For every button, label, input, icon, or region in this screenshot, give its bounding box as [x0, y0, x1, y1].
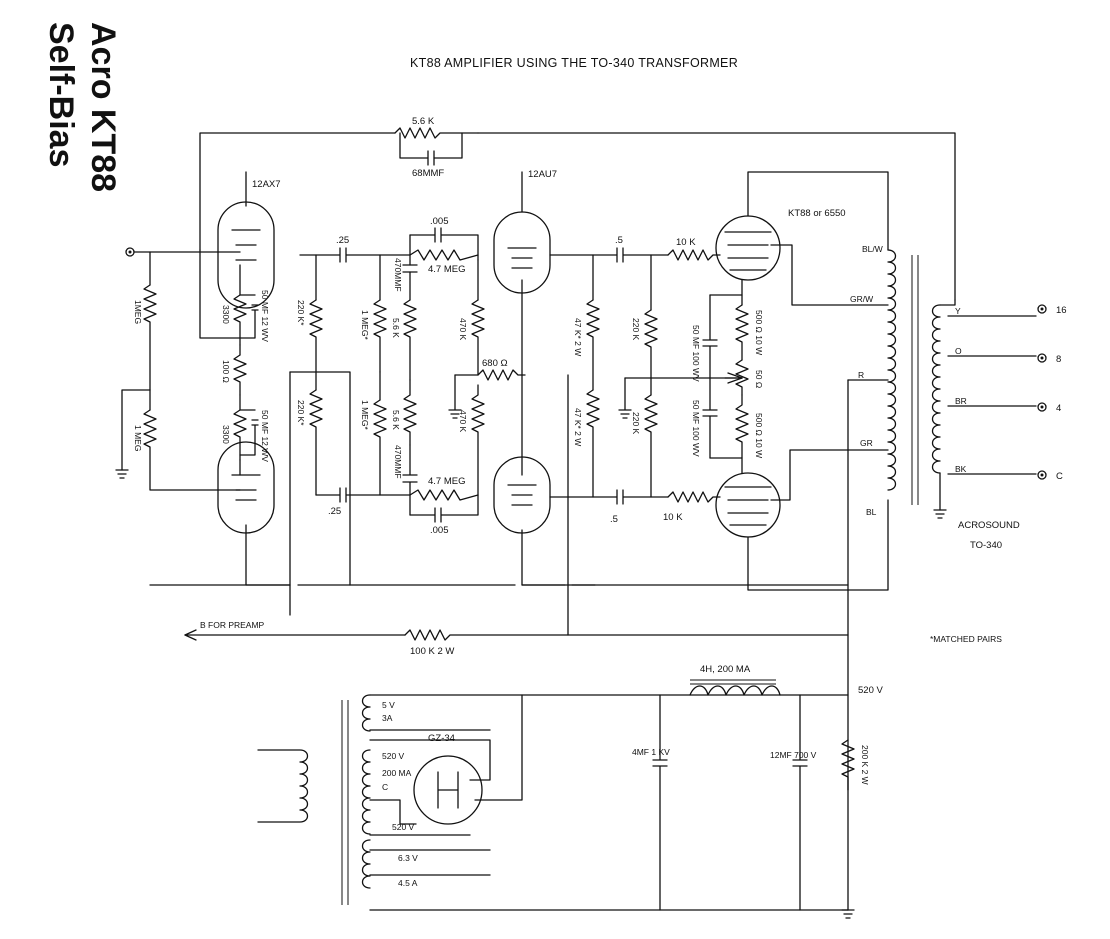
feedback-network: 5.6 K 68MMF [199, 116, 956, 301]
common-cathode-label: 100 Ω [221, 360, 231, 383]
bias-network: 220 K 220 K 50 MF 100 WV 50 MF 100 WV 50… [618, 254, 764, 498]
c005-top-label: .005 [430, 216, 449, 227]
side-title-line1: Acro KT88 [84, 22, 122, 192]
driver-grid-network: 1 MEG* 1 MEG* 470MMF 5.6 K 5.6 K 470MMF … [360, 216, 526, 536]
tube-12ax7-label: 12AX7 [252, 179, 281, 190]
sec-bk: BK [955, 464, 967, 474]
cathode-res-top-label: 3300 [221, 305, 231, 324]
grid-res-bot-label: 1 MEG [133, 425, 143, 451]
cathode-cap-top-label: 50 MF 12 WV [260, 290, 270, 342]
diagram-title: KT88 AMPLIFIER USING THE TO-340 TRANSFOR… [410, 56, 738, 70]
r47k-bot-label: 47 K* 2 W [573, 408, 583, 446]
rectifier-label: GZ-34 [428, 733, 455, 744]
v1-cathode-network: 3300 50 MF 12 WV 100 Ω 3300 50 MF 12 WV [199, 249, 270, 476]
v2-plate-loads: 47 K* 2 W 47 K* 2 W .5 .5 10 K 10 K [549, 235, 721, 636]
r10k-top-label: 10 K [676, 237, 696, 248]
term-c: C [1056, 471, 1063, 482]
coup-cap-bot-label: .25 [328, 506, 341, 517]
tube-kt88-label: KT88 or 6550 [788, 208, 846, 219]
term-16: 16 [1056, 305, 1067, 316]
transformer-model: TO-340 [970, 540, 1002, 551]
b-plus-label: 520 V [858, 685, 883, 696]
speaker-taps: Y O BR BK 16 8 4 C [947, 304, 1067, 482]
r470k-top-label: 470 K [458, 318, 468, 341]
fb-cap-label: 68MMF [412, 168, 444, 179]
grid2-top-label: 1 MEG* [360, 310, 370, 340]
pot50-label: 50 Ω [754, 370, 764, 388]
c50mf-bot-label: 50 MF 100 WV [691, 400, 701, 457]
cathode-cap-bot-label: 50 MF 12 WV [260, 410, 270, 462]
cap470-top-label: 470MMF [393, 258, 403, 292]
choke-label: 4H, 200 MA [700, 664, 751, 675]
r47k-top-label: 47 K* 2 W [573, 318, 583, 356]
w1b-label: 3A [382, 713, 393, 723]
c50mf-top-label: 50 MF 100 WV [691, 325, 701, 382]
term-4: 4 [1056, 403, 1061, 414]
plate-res-top-label: 220 K* [296, 300, 306, 326]
plate-res-bot-label: 220 K* [296, 400, 306, 426]
preamp-label: B FOR PREAMP [200, 620, 265, 630]
r220k-bot-label: 220 K [631, 412, 641, 435]
v1-plate-loads: 220 K* 220 K* .25 .25 [289, 235, 411, 616]
output-transformer: BL/W GR/W R GR BL ACROSOUND TO-340 [847, 244, 1020, 551]
tube-kt88-top: KT88 or 6550 [715, 171, 889, 306]
w3b-label: 4.5 A [398, 878, 418, 888]
ct-label: C [382, 782, 388, 792]
c5-top-label: .5 [615, 235, 623, 246]
lead-blw: BL/W [862, 244, 883, 254]
side-title-line2: Self-Bias [42, 22, 80, 168]
w3-label: 6.3 V [398, 853, 418, 863]
r47meg-top-label: 4.7 MEG [428, 264, 466, 275]
grid-res-top-label: 1MEG [133, 300, 143, 324]
lead-gr: GR [860, 438, 873, 448]
r10k-bot-label: 10 K [663, 512, 683, 523]
preamp-res-label: 100 K 2 W [410, 646, 454, 657]
lead-r: R [858, 370, 864, 380]
r47meg-bot-label: 4.7 MEG [428, 476, 466, 487]
cathode-res-bot-label: 3300 [221, 425, 231, 444]
power-supply: 5 V 3A 520 V 200 MA C 520 V 6.3 V 4.5 A … [257, 664, 883, 919]
sec-y: Y [955, 306, 961, 316]
w2-label: 520 V [382, 751, 405, 761]
term-8: 8 [1056, 354, 1061, 365]
r500-top-label: 500 Ω 10 W [754, 310, 764, 355]
c005-bot-label: .005 [430, 525, 449, 536]
cap470-bot-label: 470MMF [393, 445, 403, 479]
coup-cap-top-label: .25 [336, 235, 349, 246]
lead-bl: BL [866, 507, 877, 517]
sec-br: BR [955, 396, 967, 406]
b-plus-rails: 100 K 2 W B FOR PREAMP *MATCHED PAIRS [149, 379, 1002, 911]
w1-label: 5 V [382, 700, 395, 710]
bleeder-label: 200 K 2 W [860, 745, 870, 785]
r56-bot-label: 5.6 K [391, 410, 401, 430]
fb-resistor-label: 5.6 K [412, 116, 435, 127]
cap12mf-label: 12MF 700 V [770, 750, 817, 760]
cap4mf-label: 4MF 1 KV [632, 747, 670, 757]
r500-bot-label: 500 Ω 10 W [754, 413, 764, 458]
r220k-top-label: 220 K [631, 318, 641, 341]
w2b-label: 200 MA [382, 768, 412, 778]
w2c-label: 520 V [392, 822, 415, 832]
grid2-bot-label: 1 MEG* [360, 400, 370, 430]
matched-pairs-note: *MATCHED PAIRS [930, 634, 1002, 644]
tube-kt88-bot [715, 449, 889, 591]
r56-top-label: 5.6 K [391, 318, 401, 338]
lead-grw: GR/W [850, 294, 873, 304]
sec-o: O [955, 346, 962, 356]
r470k-bot-label: 470 K [458, 410, 468, 433]
input-jack: 1MEG 1 MEG [115, 247, 241, 491]
tube-12au7-label: 12AU7 [528, 169, 557, 180]
r680-label: 680 Ω [482, 358, 508, 369]
transformer-name: ACROSOUND [958, 520, 1020, 531]
c5-bot-label: .5 [610, 514, 618, 525]
